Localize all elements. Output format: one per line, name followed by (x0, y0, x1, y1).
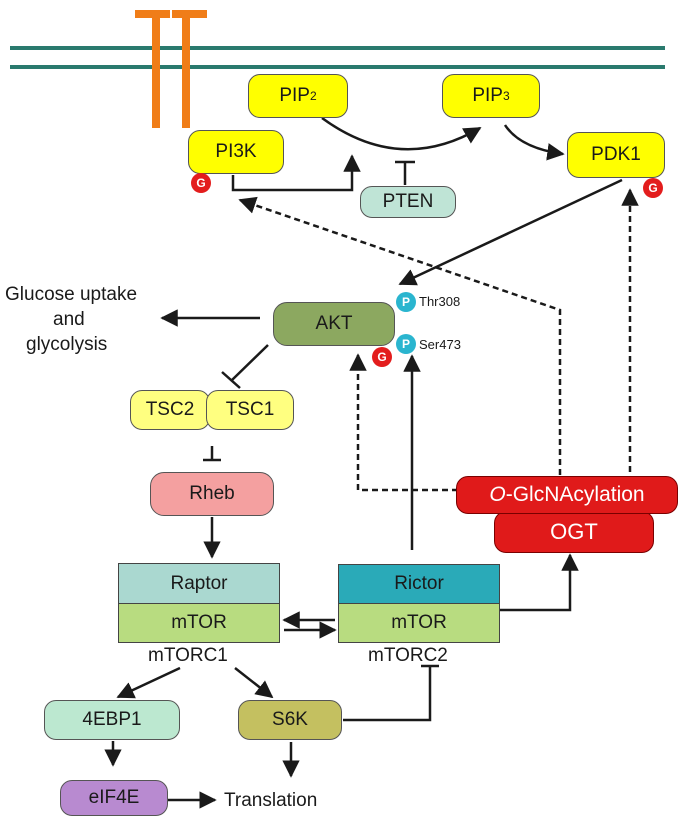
arrow-mtorc1-to-s6k (234, 667, 274, 699)
pip2-label: PIP (279, 85, 310, 106)
node-oglcnacylation: O-GlcNAcylation (456, 476, 678, 514)
node-rictor: Rictor (338, 564, 500, 604)
oglcnac-rest: -GlcNAcylation (505, 483, 645, 506)
phospho-badge-ser473: P (396, 334, 416, 354)
arrow-pi3k-to-conversion (231, 154, 361, 192)
node-ogt: OGT (494, 511, 654, 553)
inhibit-akt-tsc (231, 344, 269, 381)
arrow-pip2-to-pip3 (321, 116, 482, 151)
rheb-label: Rheb (189, 483, 235, 504)
dashed-ogt-to-pi3k (238, 196, 562, 475)
inhibit-s6k-mtorc2 (343, 666, 432, 722)
node-s6k: S6K (238, 700, 342, 740)
node-pi3k: PI3K (188, 130, 284, 174)
glyco-badge-pi3k: G (191, 173, 211, 193)
raptor-label: Raptor (170, 572, 228, 594)
glucose-line1: Glucose uptake (5, 284, 138, 305)
dashed-ogt-to-akt (349, 353, 458, 492)
s6k-label: S6K (272, 709, 308, 730)
pip3-subscript: 3 (502, 89, 510, 103)
node-pten: PTEN (360, 186, 456, 218)
mtorc1-label: mTORC1 (148, 645, 228, 666)
mtorc2-label: mTORC2 (368, 645, 448, 666)
mtor1-label: mTOR (171, 612, 227, 633)
pip3-label: PIP (472, 85, 503, 106)
receptor-icon (135, 10, 207, 128)
akt-label: AKT (315, 313, 353, 334)
thr308-label: Thr308 (419, 294, 461, 309)
node-4ebp1: 4EBP1 (44, 700, 180, 740)
glucose-line3: glycolysis (26, 334, 108, 355)
tsc2-label: TSC2 (145, 399, 195, 420)
ogt-label: OGT (550, 519, 598, 544)
pdk1-label: PDK1 (591, 144, 641, 165)
node-akt: AKT (273, 302, 395, 346)
arrow-mtorc2-to-ogt (500, 553, 579, 612)
inhibit-akt-tsc-bar (221, 371, 241, 389)
node-rheb: Rheb (150, 472, 274, 516)
arrow-pip3-to-pdk1 (503, 124, 565, 161)
node-eif4e: eIF4E (60, 780, 168, 816)
glyco-badge-akt: G (372, 347, 392, 367)
translation-label: Translation (224, 790, 318, 811)
phospho-badge-thr308: P (396, 292, 416, 312)
oglcnac-prefix: O (489, 483, 506, 506)
node-raptor: Raptor (118, 563, 280, 604)
rictor-label: Rictor (394, 573, 444, 594)
tsc1-label: TSC1 (225, 399, 275, 420)
pip2-subscript: 2 (309, 89, 317, 103)
node-pdk1: PDK1 (567, 132, 665, 178)
node-tsc2: TSC2 (130, 390, 210, 430)
node-tsc1: TSC1 (206, 390, 294, 430)
ser473-label: Ser473 (419, 337, 461, 352)
mtor2-label: mTOR (391, 612, 447, 633)
pten-label: PTEN (382, 191, 434, 212)
glucose-line2: and (53, 309, 85, 330)
pi3k-label: PI3K (215, 141, 257, 162)
glyco-badge-pdk1: G (643, 178, 663, 198)
4ebp1-label: 4EBP1 (82, 709, 142, 730)
arrow-mtorc1-to-4ebp1 (116, 666, 181, 699)
node-mtor2: mTOR (338, 603, 500, 643)
eif4e-label: eIF4E (88, 787, 140, 808)
node-mtor1: mTOR (118, 603, 280, 643)
